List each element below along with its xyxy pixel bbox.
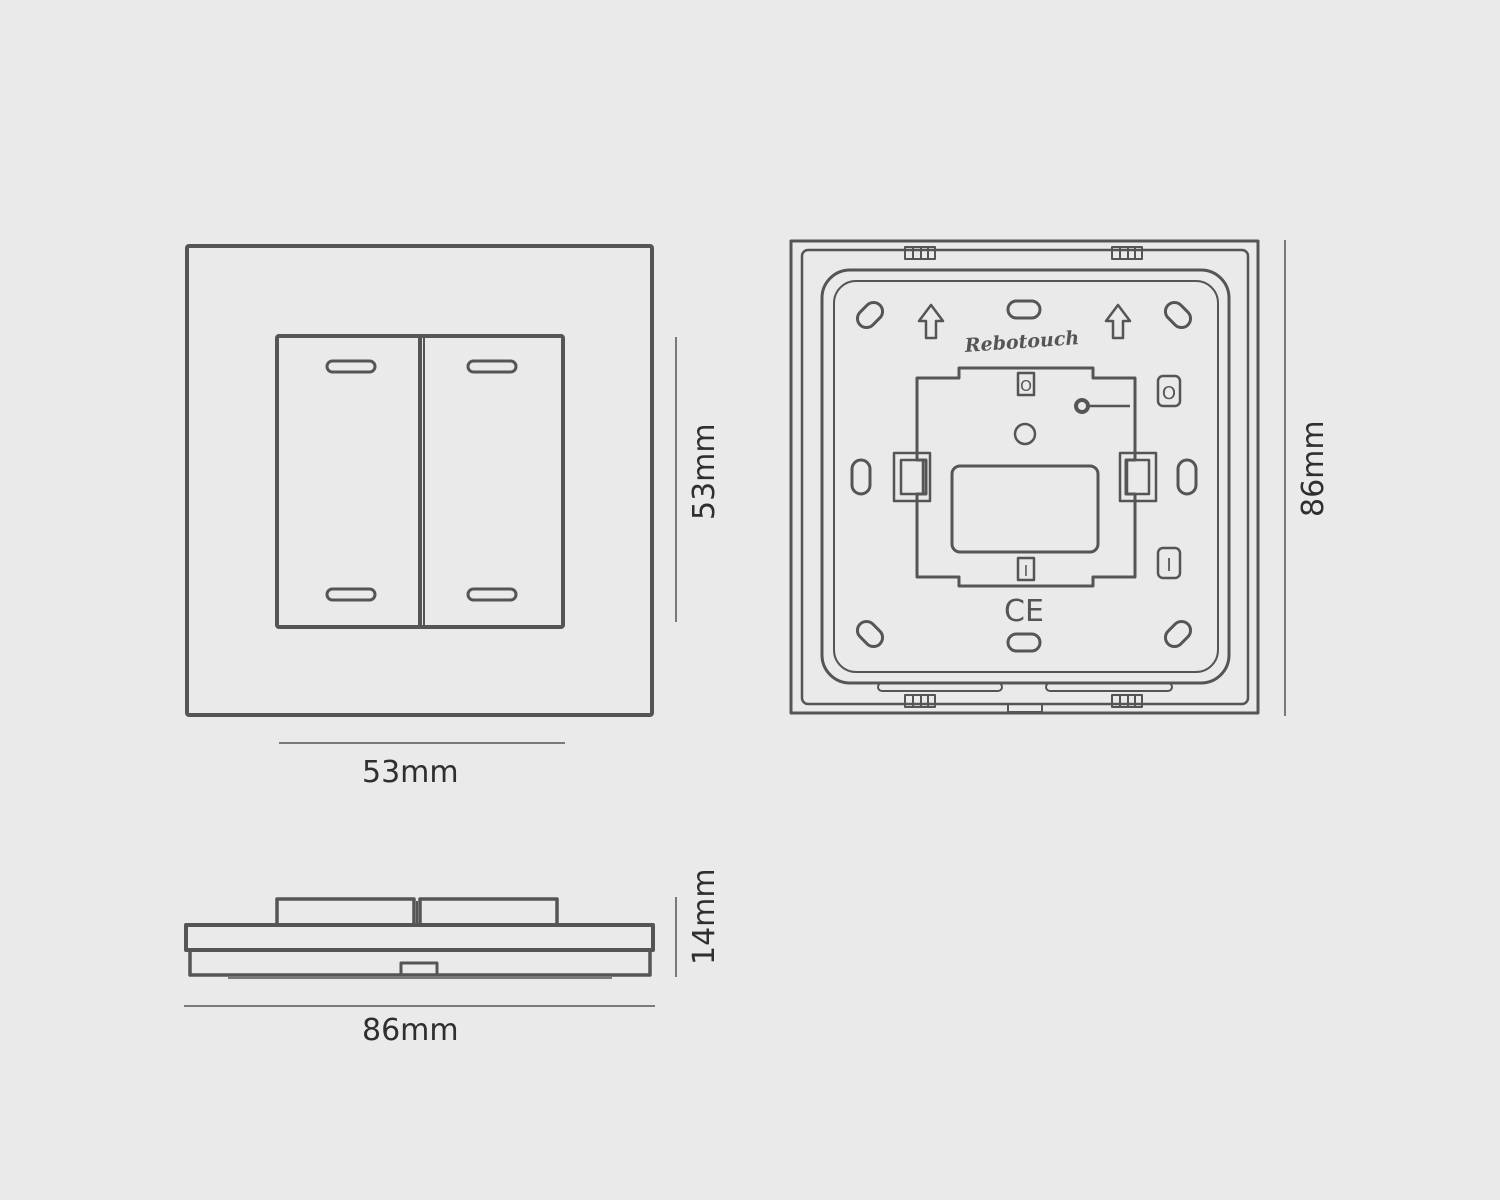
side-front-frame bbox=[184, 923, 655, 952]
front-view bbox=[185, 244, 654, 717]
back-plate-inner bbox=[833, 280, 1219, 673]
side-width-label: 86mm bbox=[362, 1013, 459, 1048]
arrow-up-icon bbox=[917, 303, 1132, 340]
top-clips bbox=[904, 246, 1143, 260]
side-view bbox=[184, 897, 655, 979]
indicator-pill bbox=[325, 359, 377, 374]
back-plate bbox=[820, 268, 1231, 685]
brand-logo: Rebotouch bbox=[963, 327, 1080, 357]
side-i-label: I bbox=[1166, 555, 1171, 576]
side-connector bbox=[399, 961, 439, 977]
side-buttons bbox=[275, 897, 559, 924]
bracket-window bbox=[950, 464, 1100, 554]
indicator-pill bbox=[325, 587, 377, 602]
ce-mark-icon: CE bbox=[1004, 594, 1044, 629]
front-button-area bbox=[275, 334, 565, 629]
bottom-clips bbox=[877, 682, 1173, 713]
bracket-pin bbox=[1074, 398, 1090, 414]
bracket-tab-bottom bbox=[1016, 556, 1036, 582]
side-o-box bbox=[1156, 374, 1182, 408]
front-height-label: 53mm bbox=[687, 423, 722, 520]
indicator-pill bbox=[466, 359, 518, 374]
front-width-label: 53mm bbox=[362, 755, 459, 790]
back-view bbox=[789, 239, 1260, 715]
bracket-hole bbox=[1013, 422, 1037, 446]
terminal-bottom-label: I bbox=[1024, 562, 1028, 580]
screw-slot-icon bbox=[850, 299, 1198, 653]
side-i-box bbox=[1156, 546, 1182, 580]
indicator-pill bbox=[466, 587, 518, 602]
side-depth-label: 14mm bbox=[687, 868, 722, 965]
bracket-tab-top bbox=[1016, 371, 1036, 397]
side-o-label: O bbox=[1162, 383, 1176, 404]
back-inner-frame bbox=[800, 248, 1250, 706]
terminal-top-label: O bbox=[1020, 377, 1032, 395]
side-latches bbox=[892, 451, 1158, 503]
back-height-label: 86mm bbox=[1296, 420, 1331, 517]
front-frame bbox=[185, 244, 654, 717]
